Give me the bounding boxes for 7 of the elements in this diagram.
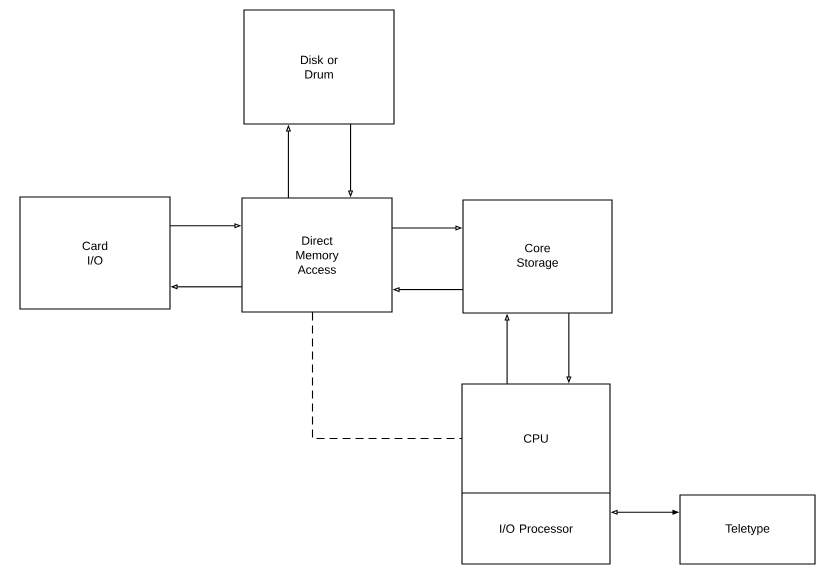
process-box: Core Storage xyxy=(462,199,613,314)
process-box: Card I/O xyxy=(19,196,171,310)
process-box: Direct Memory Access xyxy=(241,197,393,313)
process-box: CPU xyxy=(461,383,611,494)
process-box: Disk or Drum xyxy=(243,9,395,125)
process-box: Teletype xyxy=(679,494,816,565)
process-box: I/O Processor xyxy=(461,492,611,565)
